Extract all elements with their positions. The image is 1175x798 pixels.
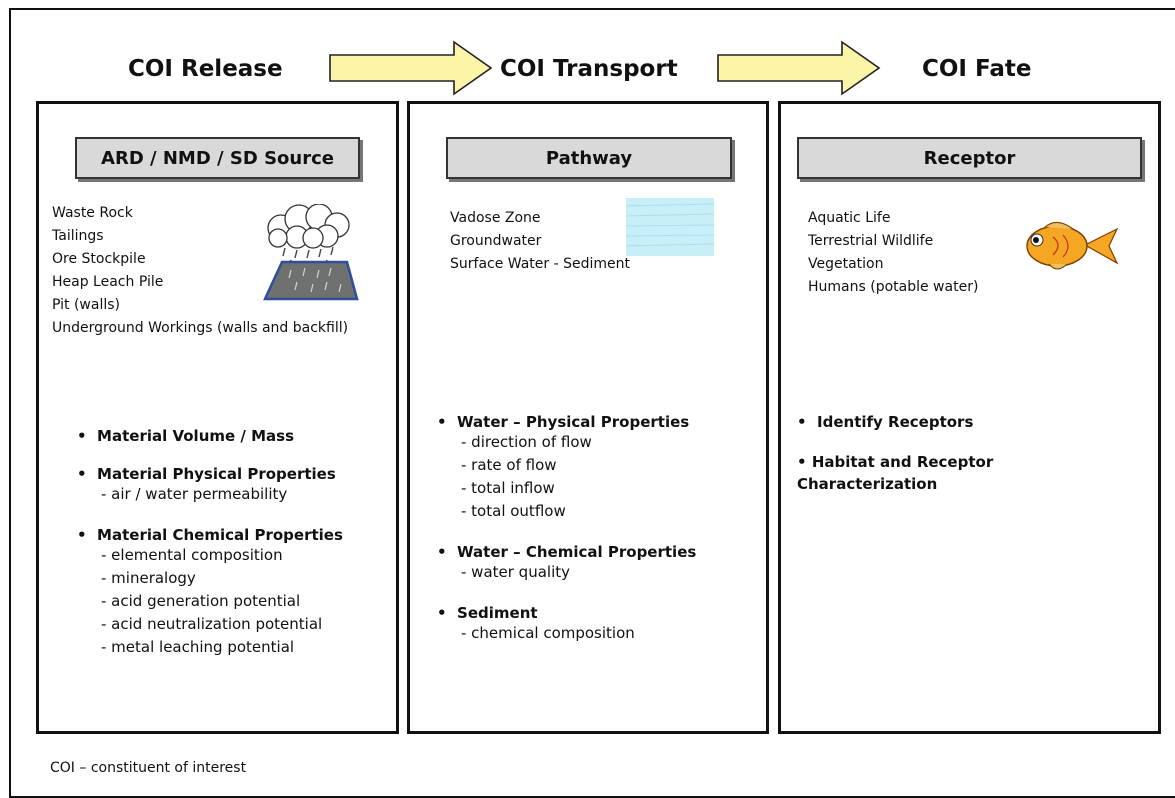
stage-transport-label: COI Transport bbox=[500, 56, 678, 82]
source-heading: ARD / NMD / SD Source bbox=[75, 137, 360, 179]
list-item: Groundwater bbox=[450, 233, 542, 249]
arrow-release-to-transport bbox=[329, 40, 493, 96]
sub-item: - acid generation potential bbox=[101, 592, 301, 610]
stage-release-label: COI Release bbox=[128, 56, 283, 82]
sub-item: - direction of flow bbox=[461, 433, 592, 451]
bullet-heading: • Sediment bbox=[437, 604, 538, 622]
pathway-panel: Pathway Vadose Zone Groundwater Surface … bbox=[407, 101, 769, 734]
rain-cloud-pile-icon bbox=[263, 204, 359, 301]
list-item: Aquatic Life bbox=[808, 210, 891, 226]
sub-item: - elemental composition bbox=[101, 546, 283, 564]
stage-fate-label: COI Fate bbox=[922, 56, 1032, 82]
receptor-bullets: • Identify Receptors • Habitat and Recep… bbox=[797, 413, 1017, 515]
sub-item: - air / water permeability bbox=[101, 485, 288, 503]
list-item: Heap Leach Pile bbox=[52, 274, 164, 290]
sub-item: - total outflow bbox=[461, 502, 566, 520]
sub-item: - water quality bbox=[461, 563, 570, 581]
bullet-heading: • Identify Receptors bbox=[797, 413, 974, 431]
list-item: Waste Rock bbox=[52, 205, 133, 221]
receptor-heading: Receptor bbox=[797, 137, 1142, 179]
list-item: Ore Stockpile bbox=[52, 251, 146, 267]
source-panel: ARD / NMD / SD Source Waste Rock Tailing… bbox=[36, 101, 399, 734]
list-item: Humans (potable water) bbox=[808, 279, 979, 295]
receptor-panel: Receptor Aquatic Life Terrestrial Wildli… bbox=[778, 101, 1161, 734]
goldfish-icon bbox=[1026, 221, 1119, 270]
list-item: Tailings bbox=[52, 228, 104, 244]
source-item-list: Waste Rock Tailings Ore Stockpile Heap L… bbox=[52, 202, 348, 340]
list-item: Pit (walls) bbox=[52, 297, 120, 313]
footnote: COI – constituent of interest bbox=[50, 760, 247, 776]
pathway-heading: Pathway bbox=[446, 137, 732, 179]
bullet-heading: • Water – Physical Properties bbox=[437, 413, 690, 431]
bullet-heading: • Habitat and Receptor Characterization bbox=[797, 453, 994, 493]
arrow-transport-to-fate bbox=[717, 40, 881, 96]
bullet-heading: • Material Volume / Mass bbox=[77, 427, 295, 445]
bullet-heading: • Material Chemical Properties bbox=[77, 526, 343, 544]
source-bullets: • Material Volume / Mass • Material Phys… bbox=[77, 427, 343, 679]
sub-item: - metal leaching potential bbox=[101, 638, 295, 656]
list-item: Underground Workings (walls and backfill… bbox=[52, 320, 349, 336]
pathway-item-list: Vadose Zone Groundwater Surface Water - … bbox=[450, 207, 630, 276]
receptor-item-list: Aquatic Life Terrestrial Wildlife Vegeta… bbox=[808, 207, 978, 299]
list-item: Vegetation bbox=[808, 256, 884, 272]
sub-item: - chemical composition bbox=[461, 624, 635, 642]
list-item: Vadose Zone bbox=[450, 210, 541, 226]
pathway-bullets: • Water – Physical Properties - directio… bbox=[437, 413, 696, 665]
sub-item: - rate of flow bbox=[461, 456, 557, 474]
sub-item: - mineralogy bbox=[101, 569, 196, 587]
bullet-heading: • Material Physical Properties bbox=[77, 465, 336, 483]
sub-item: - acid neutralization potential bbox=[101, 615, 323, 633]
bullet-heading: • Water – Chemical Properties bbox=[437, 543, 697, 561]
water-swatch-icon bbox=[626, 198, 714, 256]
list-item: Surface Water - Sediment bbox=[450, 256, 631, 272]
sub-item: - total inflow bbox=[461, 479, 555, 497]
list-item: Terrestrial Wildlife bbox=[808, 233, 934, 249]
